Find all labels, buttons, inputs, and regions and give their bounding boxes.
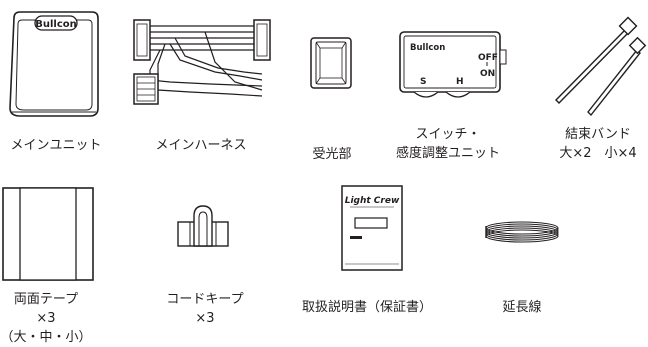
sensitivity-dial-right [445, 91, 471, 98]
sensitivity-s-label: S [420, 77, 426, 87]
sensitivity-h-label: H [456, 77, 464, 87]
switch-unit-caption: スイッチ・ 感度調整ユニット [396, 125, 500, 163]
double-sided-tape-caption-line3: （大・中・小） [0, 330, 92, 345]
main-unit-caption: メインユニット [10, 138, 102, 153]
main-harness-caption: メインハーネス [155, 138, 247, 153]
manual-caption: 取扱説明書（保証書） [301, 300, 433, 315]
double-sided-tape-caption: 両面テープ ×3 （大・中・小） [0, 290, 91, 347]
double-sided-tape-caption-line2: ×3 [36, 311, 56, 326]
cable-ties-caption-line2: 大×2 小×4 [559, 146, 637, 161]
switch-unit-caption-line2: 感度調整ユニット [395, 146, 501, 161]
on-label: ON [480, 69, 495, 79]
sensitivity-dial-left [413, 91, 439, 98]
extension-cable-caption: 延長線 [502, 300, 542, 315]
main-unit-logo: Bullcon [35, 19, 77, 30]
switch-unit-caption-line1: スイッチ・ [415, 127, 481, 142]
double-sided-tape-caption-line1: 両面テープ [13, 292, 79, 307]
off-label: OFF [478, 53, 498, 63]
cable-ties-caption: 結束バンド 大×2 小×4 [559, 125, 636, 163]
cable-ties-caption-line1: 結束バンド [565, 127, 631, 142]
switch-unit-logo: Bullcon [410, 43, 445, 53]
receiver-caption: 受光部 [312, 147, 352, 162]
cord-keeper-caption-line2: ×3 [195, 311, 215, 326]
manual-cover-title: Light Crew [345, 196, 400, 206]
cord-keeper-caption: コードキープ ×3 [166, 290, 243, 328]
cord-keeper-caption-line1: コードキープ [166, 292, 244, 307]
